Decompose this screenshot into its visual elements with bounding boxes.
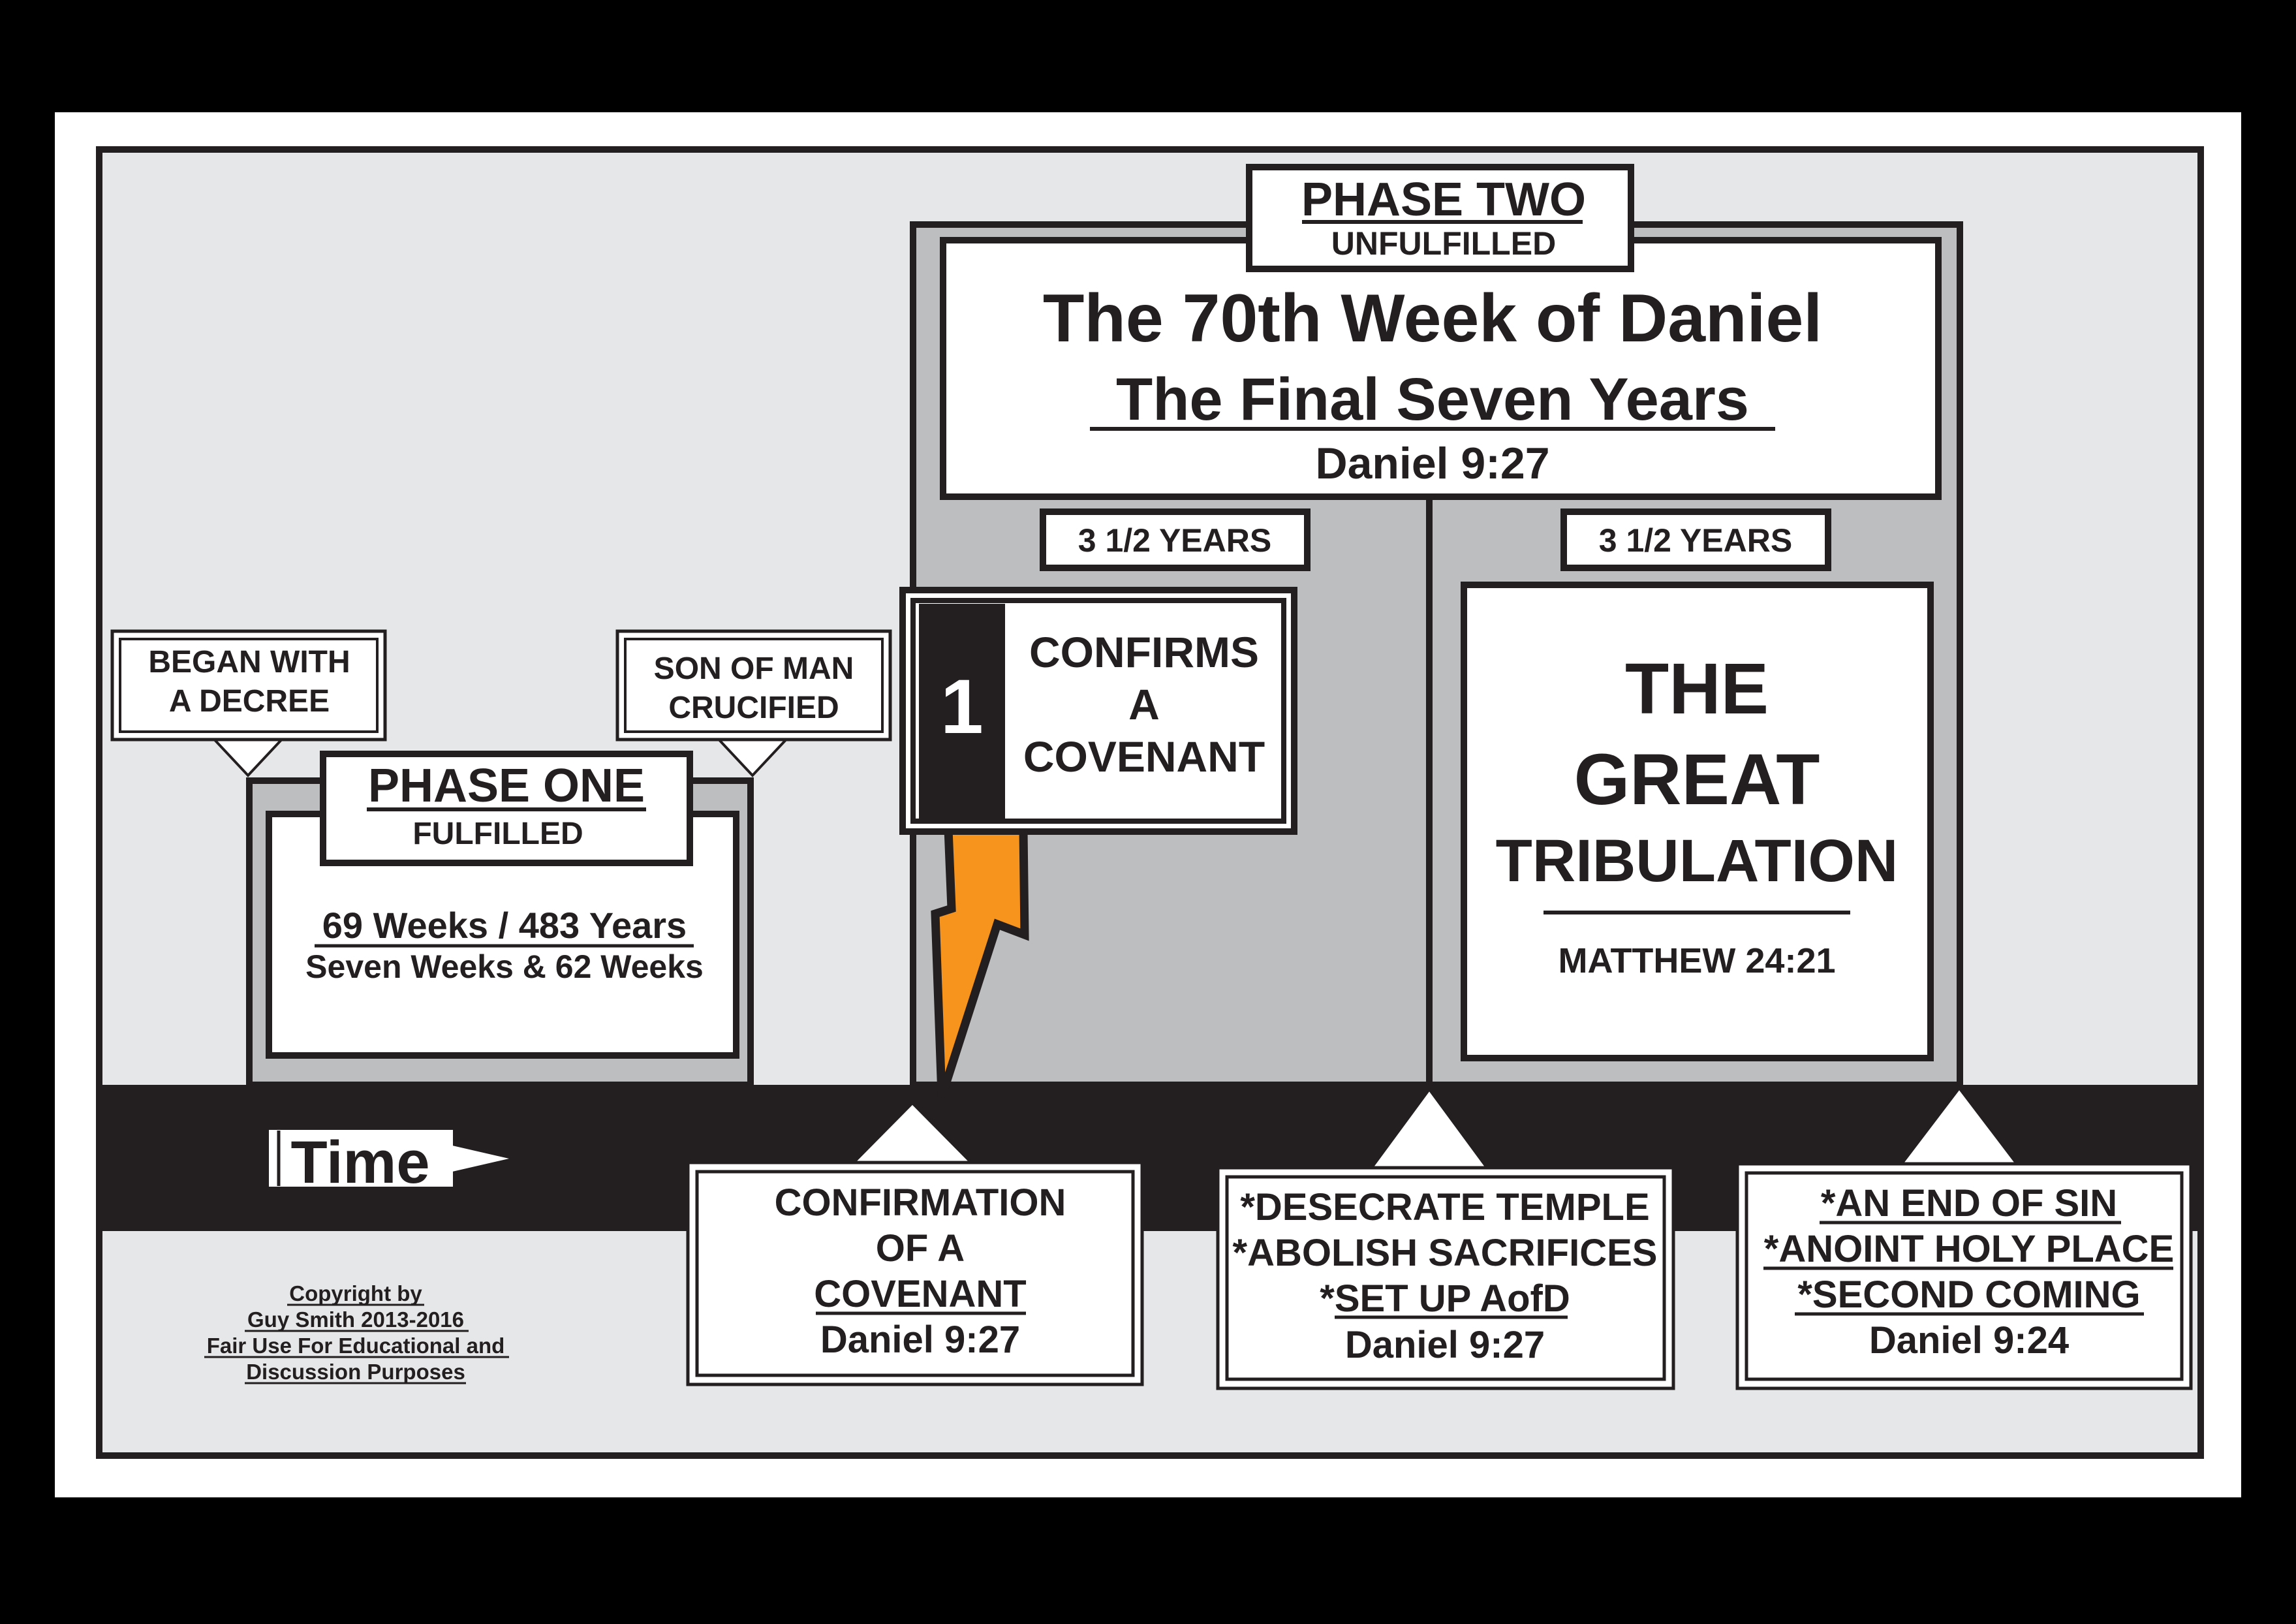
bottom-right-inner: [1745, 1171, 2184, 1381]
confirmation-line-1: CONFIRMATION: [775, 1181, 1066, 1224]
tribulation-line-great: GREAT: [1574, 740, 1820, 820]
phase-two-title: PHASE TWO: [1301, 174, 1586, 226]
tribulation-line-the: THE: [1625, 649, 1769, 729]
bottom-mid-inner: [1225, 1175, 1666, 1381]
seventieth-week-box: [940, 237, 1942, 500]
time-label: Time: [290, 1129, 429, 1196]
copyright-line-4: Discussion Purposes: [246, 1360, 465, 1384]
copyright-line-2: Guy Smith 2013-2016: [247, 1307, 464, 1332]
abolish-sacrifices-line: *ABOLISH SACRIFICES: [1233, 1232, 1658, 1274]
phase-one-detail: Seven Weeks & 62 Weeks: [305, 948, 704, 985]
decree-callout-inner: [119, 638, 379, 733]
seventieth-week-title: The 70th Week of Daniel: [1043, 281, 1822, 356]
end-of-sin-line: *AN END OF SIN: [1821, 1182, 2117, 1225]
final-seven-years-subtitle: The Final Seven Years: [1116, 366, 1749, 433]
time-arrow-shaft: [269, 1130, 453, 1187]
great-tribulation-box: [1461, 582, 1934, 1061]
tribulation-line-tribulation: TRIBULATION: [1496, 828, 1899, 894]
phase-one-title: PHASE ONE: [368, 760, 645, 812]
crucified-line-2: CRUCIFIED: [668, 691, 839, 725]
confirms-line-1: CONFIRMS: [1029, 628, 1259, 676]
bottom-right-reference: Daniel 9:24: [1869, 1319, 2069, 1362]
confirmation-reference: Daniel 9:27: [820, 1319, 1020, 1361]
phase-two-status: UNFULFILLED: [1331, 225, 1556, 262]
anoint-holy-place-line: *ANOINT HOLY PLACE: [1764, 1228, 2174, 1270]
set-up-aofd-prefix: *: [1320, 1277, 1335, 1320]
bottom-left-inner: [695, 1170, 1135, 1377]
half-left-box: [1040, 508, 1311, 571]
time-arrow-head-icon: [452, 1146, 509, 1172]
decree-line-1: BEGAN WITH: [148, 645, 350, 679]
phase-one-weeks: 69 Weeks / 483 Years: [322, 905, 687, 946]
phase-two-header: [1246, 164, 1634, 272]
seventieth-week-reference: Daniel 9:27: [1315, 439, 1549, 488]
covenant-number: 1: [940, 664, 984, 750]
confirms-line-3: COVENANT: [1023, 732, 1265, 781]
half-left-label: 3 1/2 YEARS: [1078, 522, 1271, 559]
number-tab: [919, 604, 1005, 819]
crucified-line-1: SON OF MAN: [654, 651, 854, 686]
set-up-aofd-line: *SET UP AofD: [1320, 1277, 1570, 1320]
set-up-aofd-text: SET UP AofD: [1335, 1277, 1570, 1320]
half-right-box: [1560, 508, 1831, 571]
confirmation-line-3: COVENANT: [814, 1273, 1026, 1315]
copyright-line-1: Copyright by: [289, 1281, 422, 1305]
decree-line-2: A DECREE: [169, 684, 330, 719]
confirms-line-2: A: [1128, 680, 1160, 728]
confirmation-line-2: OF A: [876, 1227, 965, 1270]
copyright-line-3: Fair Use For Educational and: [207, 1334, 505, 1358]
second-coming-line: *SECOND COMING: [1797, 1273, 2140, 1316]
crucified-callout-inner: [624, 638, 884, 733]
desecrate-temple-line: *DESECRATE TEMPLE: [1240, 1186, 1649, 1228]
phase-one-status: FULFILLED: [412, 817, 583, 851]
bottom-mid-reference: Daniel 9:27: [1345, 1324, 1545, 1366]
tribulation-reference: MATTHEW 24:21: [1558, 941, 1835, 980]
half-right-label: 3 1/2 YEARS: [1599, 522, 1792, 559]
